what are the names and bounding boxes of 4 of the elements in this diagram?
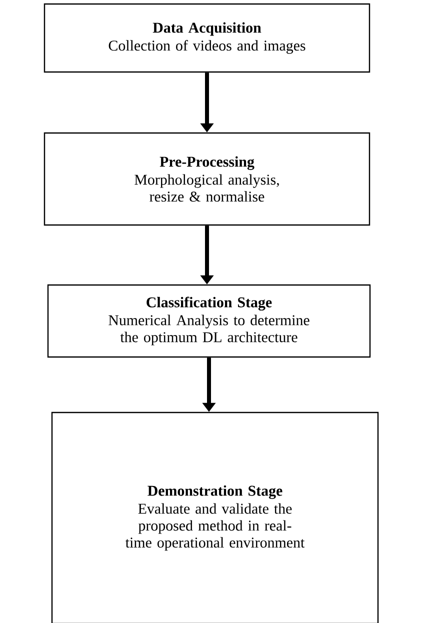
process-box: Demonstration Stage Evaluate and validate the proposed method in real-time operational environment [51, 412, 379, 623]
process-box: Classification Stage Numerical Analysis to determine the optimum DL architecture [47, 284, 371, 358]
process-box: Pre-Processing Morphological analysis, resize & normalise [44, 132, 370, 226]
process-box: Data Acquisition Collection of videos and images [44, 3, 370, 73]
